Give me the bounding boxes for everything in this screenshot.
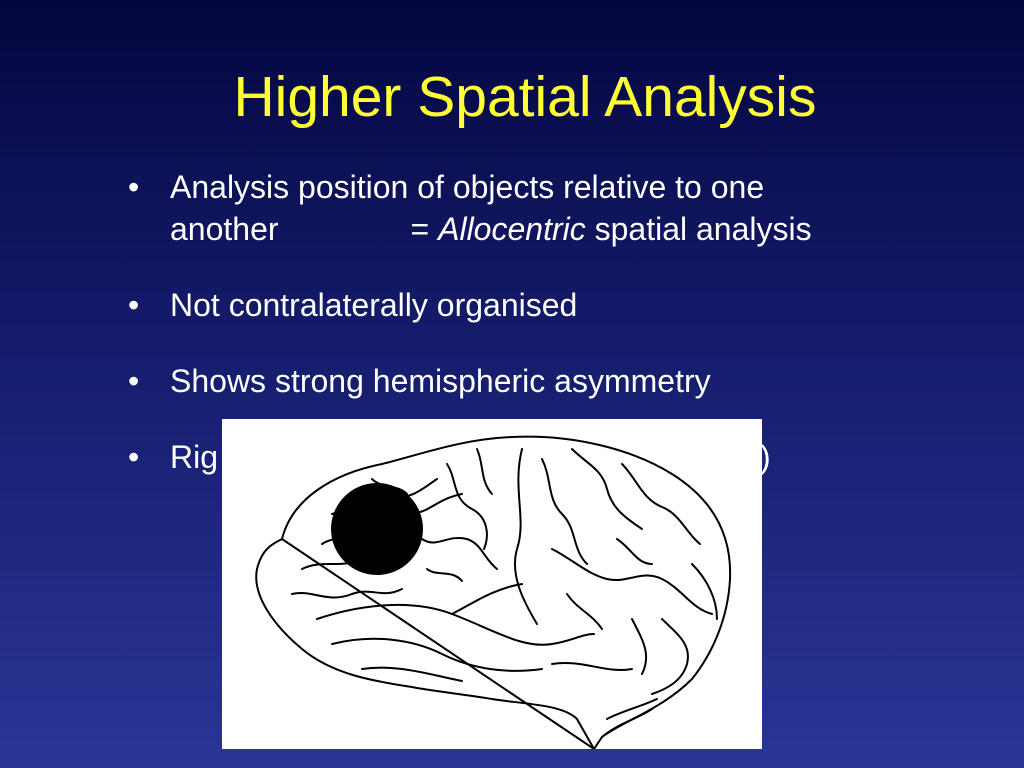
bullet-text-spatial-analysis: spatial analysis xyxy=(594,211,812,247)
brain-lateral-view-icon xyxy=(255,435,732,749)
bullet-item: • Analysis position of objects relative … xyxy=(128,166,988,250)
bullet-text-line2: another = Allocentric spatial analysis xyxy=(170,208,988,250)
bullet-text-line1: Analysis position of objects relative to… xyxy=(170,169,765,205)
equals-sign: = xyxy=(410,211,430,247)
bullet-text: Shows strong hemispheric asymmetry xyxy=(170,363,711,399)
bullet-text: Rig xyxy=(170,439,219,475)
lesion-marker xyxy=(331,483,423,575)
bullet-icon: • xyxy=(128,287,140,323)
bullet-item: • Shows strong hemispheric asymmetry xyxy=(128,360,988,402)
bullet-item: • Rig ) xyxy=(128,436,988,478)
slide-title: Higher Spatial Analysis xyxy=(233,65,817,129)
bullet-list: • Analysis position of objects relative … xyxy=(128,166,988,512)
bullet-text-another: another xyxy=(170,211,279,247)
bullet-text: Not contralaterally organised xyxy=(170,287,578,323)
allocentric-term: Allocentric xyxy=(438,211,586,247)
bullet-item: • Not contralaterally organised xyxy=(128,284,988,326)
bullet-icon: • xyxy=(128,363,140,399)
bullet-icon: • xyxy=(128,169,140,205)
bullet-text-tail: ) xyxy=(760,439,771,475)
bullet-icon: • xyxy=(128,439,140,475)
brain-figure xyxy=(222,419,762,749)
